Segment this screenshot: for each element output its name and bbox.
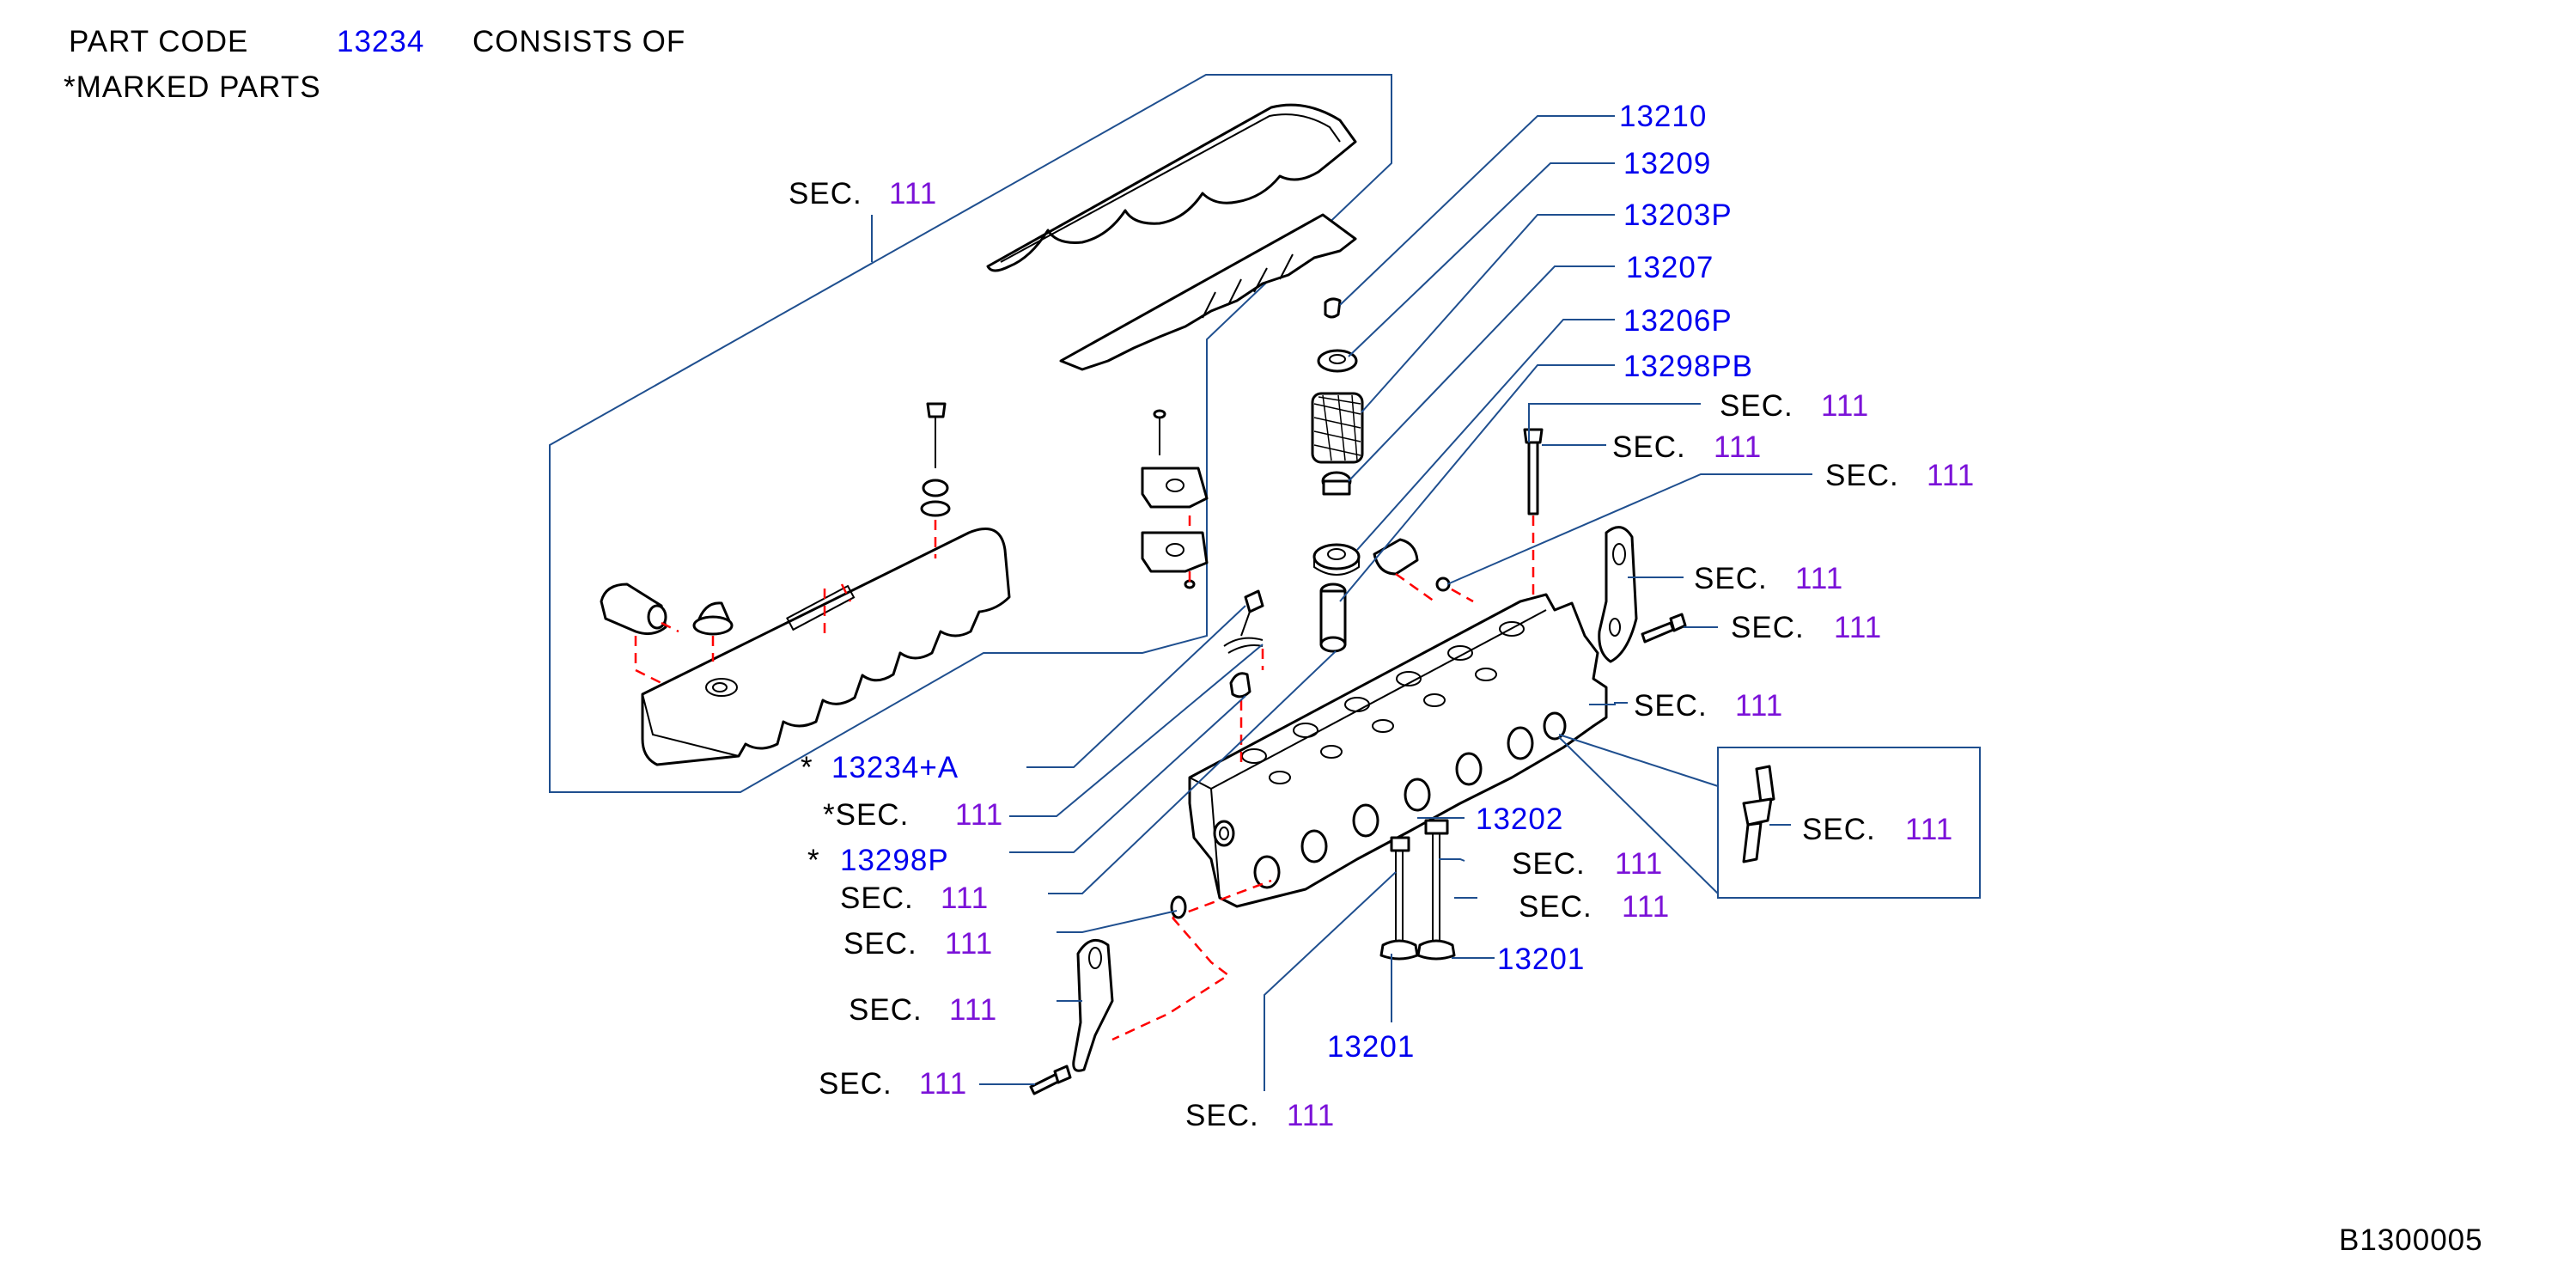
- label-sec: SEC.: [1519, 890, 1592, 924]
- leader-lines: [979, 115, 1812, 1091]
- label-sec: SEC.: [819, 1067, 892, 1101]
- valve-spring-13203P: [1311, 392, 1364, 464]
- label-sec: SEC.: [1612, 430, 1686, 464]
- label-section-111[interactable]: 111: [955, 798, 1003, 832]
- label-sec: SEC.: [1825, 459, 1899, 492]
- label-sec: SEC.: [840, 882, 914, 915]
- rocker-pivot-stud: [1223, 589, 1264, 654]
- plug-cup: [1373, 538, 1419, 576]
- oil-baffle-plate: [1059, 213, 1357, 371]
- valve-stem-seal-13206P: [1312, 543, 1361, 576]
- rocker-cover-gasket: [986, 103, 1357, 272]
- valve-guide-13298PB: [1319, 583, 1347, 653]
- label-part-13298P[interactable]: 13298P: [840, 844, 949, 877]
- label-sec: SEC.: [843, 927, 917, 961]
- label-part-13210[interactable]: 13210: [1619, 100, 1707, 133]
- label-sec: SEC.: [1512, 847, 1586, 881]
- label-section-111[interactable]: 111: [949, 993, 997, 1027]
- valve-spring-retainer-13209: [1317, 349, 1358, 373]
- label-part-13206P[interactable]: 13206P: [1623, 304, 1733, 338]
- label-sec: SEC.: [849, 993, 923, 1027]
- rocker-cover: [641, 528, 1011, 766]
- label-section-111[interactable]: 111: [1927, 459, 1975, 492]
- breather-fitting: [600, 583, 667, 636]
- glow-plug: [1742, 765, 1775, 863]
- label-sec: SEC.: [789, 177, 862, 210]
- label-sec: SEC.: [1731, 611, 1805, 644]
- header-marked-parts: *MARKED PARTS: [64, 70, 321, 104]
- valve-exhaust: [1416, 825, 1456, 961]
- valve-cotter-13210: [1324, 297, 1342, 319]
- glow-plug-sleeve: [1229, 672, 1251, 699]
- bolt-front-bracket: [1029, 1065, 1072, 1095]
- header-consists-of: CONSISTS OF: [472, 25, 685, 58]
- label-star-sec: *SEC.: [823, 798, 909, 832]
- label-section-111[interactable]: 111: [1795, 562, 1843, 595]
- label-part-13234-A[interactable]: 13234+A: [831, 751, 959, 784]
- label-part-13298PB[interactable]: 13298PB: [1623, 350, 1753, 383]
- label-part-13203P[interactable]: 13203P: [1623, 198, 1733, 232]
- valve-spring-seat-13207: [1321, 471, 1352, 496]
- label-section-111[interactable]: 111: [889, 177, 937, 210]
- small-plug: [1435, 576, 1451, 592]
- label-section-111[interactable]: 111: [1714, 430, 1762, 464]
- label-star: *: [807, 844, 820, 877]
- label-section-111[interactable]: 111: [1287, 1099, 1335, 1132]
- label-section-111[interactable]: 111: [945, 927, 993, 961]
- lifting-bracket-front: [1072, 938, 1114, 1072]
- assembly-line: [823, 583, 852, 640]
- valve-intake: [1379, 842, 1419, 961]
- label-sec: SEC.: [1694, 562, 1768, 595]
- label-section-111[interactable]: 111: [1735, 689, 1783, 723]
- label-sec: SEC.: [1720, 389, 1793, 423]
- header-part-code-prefix: PART CODE: [69, 25, 248, 58]
- label-star: *: [801, 751, 813, 784]
- label-section-111[interactable]: 111: [1622, 890, 1670, 924]
- glow-plug-inset: [1717, 747, 1981, 899]
- label-section-111[interactable]: 111: [1905, 813, 1953, 846]
- label-section-111[interactable]: 111: [1615, 847, 1663, 881]
- valve-guide-small: [1390, 819, 1449, 852]
- lifting-bracket-rear: [1598, 526, 1638, 663]
- label-sec: SEC.: [1185, 1099, 1259, 1132]
- label-sec: SEC.: [1802, 813, 1876, 846]
- assembly-line: [1395, 572, 1474, 603]
- assembly-line: [1239, 649, 1264, 765]
- head-bolt: [1523, 428, 1544, 515]
- label-part-13207[interactable]: 13207: [1626, 251, 1714, 284]
- label-part-13201[interactable]: 13201: [1327, 1030, 1415, 1064]
- oil-filler-cap: [692, 601, 734, 636]
- label-part-13209[interactable]: 13209: [1623, 147, 1711, 180]
- label-section-111[interactable]: 111: [1821, 389, 1869, 423]
- label-part-13202[interactable]: 13202: [1476, 802, 1563, 836]
- label-sec: SEC.: [1634, 689, 1708, 723]
- label-section-111[interactable]: 111: [919, 1067, 967, 1101]
- assembly-line: [634, 621, 715, 685]
- cover-stud: [920, 402, 951, 517]
- label-part-13201[interactable]: 13201: [1497, 943, 1585, 976]
- header-part-code[interactable]: 13234: [337, 25, 424, 58]
- label-section-111[interactable]: 111: [941, 882, 989, 915]
- core-plug: [1170, 895, 1187, 919]
- label-section-111[interactable]: 111: [1834, 611, 1882, 644]
- assembly-line: [1111, 879, 1272, 1041]
- rocker-cover-callout-outline: [549, 74, 1392, 793]
- diagram-code: B1300005: [2339, 1223, 2483, 1257]
- bolt-rear-bracket: [1641, 613, 1687, 644]
- rocker-bracket: [1141, 409, 1209, 589]
